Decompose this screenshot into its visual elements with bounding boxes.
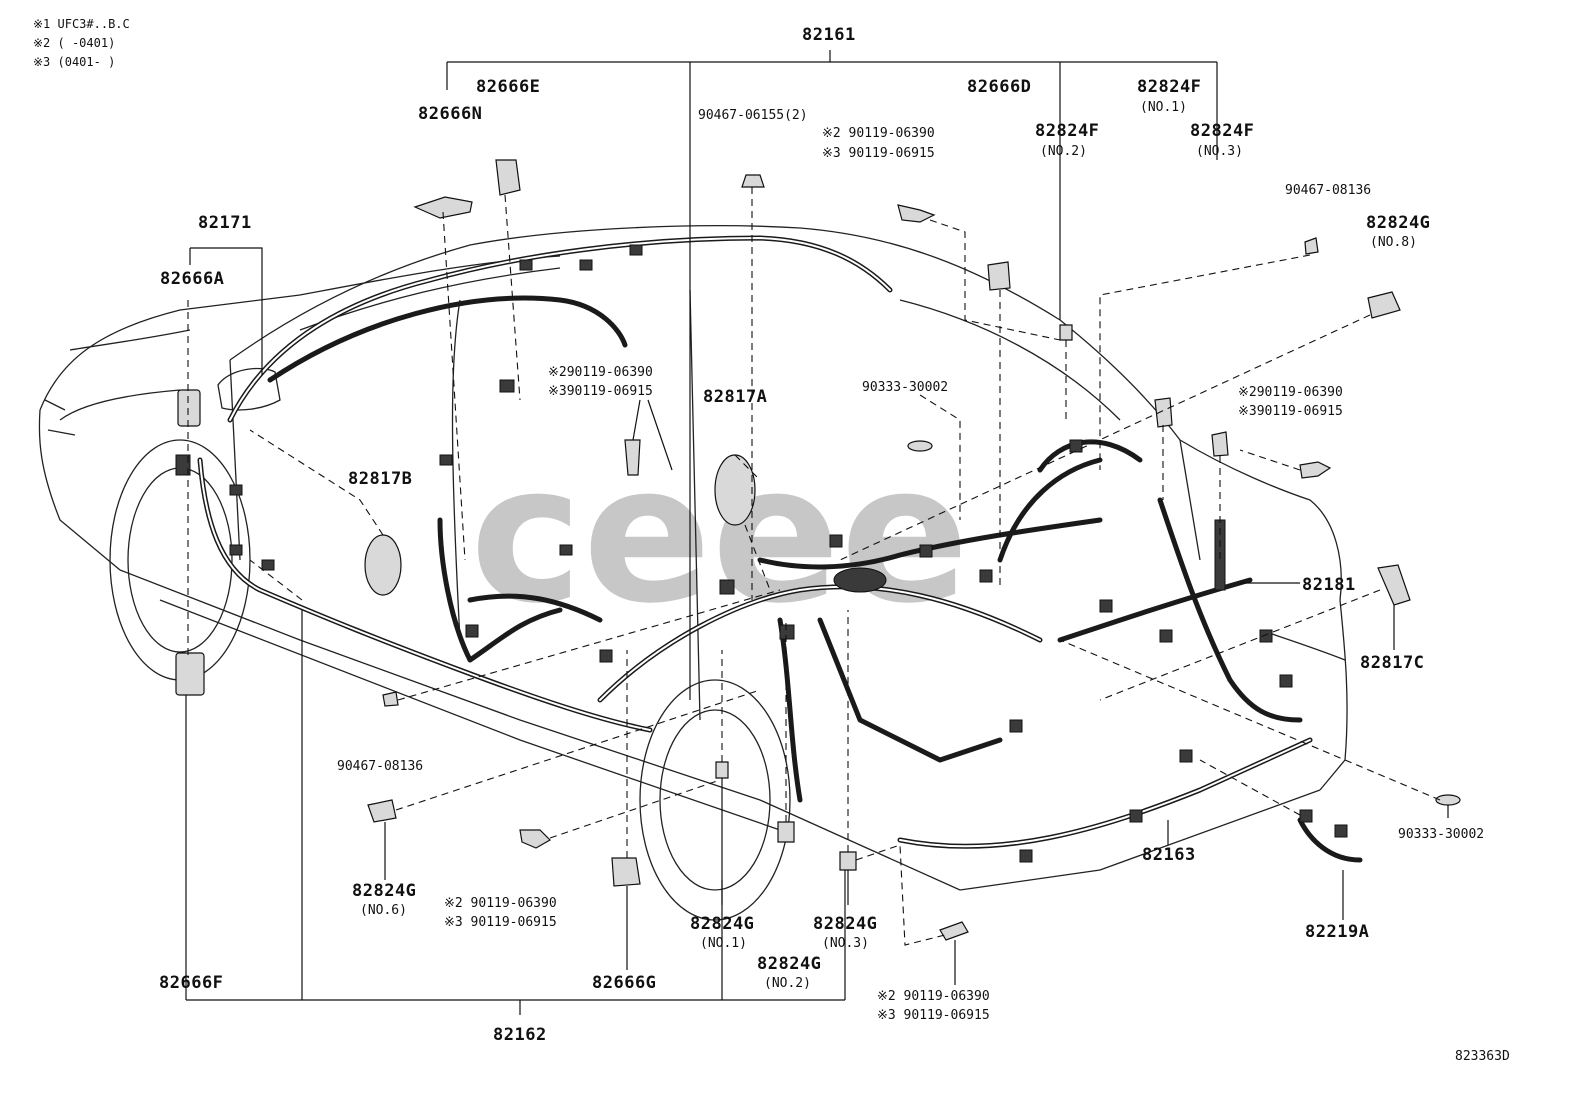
label-82824G-no3-sub: (NO.3)	[822, 936, 869, 951]
label-82824F-no3: 82824F	[1190, 121, 1254, 141]
label-82824G-no6: 82824G	[352, 881, 416, 901]
label-82162: 82162	[493, 1025, 547, 1045]
label-82666E: 82666E	[476, 77, 540, 97]
label-82163: 82163	[1142, 845, 1196, 865]
label-82824G-no8: 82824G	[1366, 213, 1430, 233]
label-90119-06390-a: ※2 90119-06390	[822, 126, 935, 141]
connectors	[175, 244, 1348, 863]
label-82171: 82171	[198, 213, 252, 233]
parts	[175, 159, 1461, 941]
diagram-id: 823363D	[1455, 1049, 1510, 1064]
label-90119-06915-a: ※3 90119-06915	[822, 146, 935, 161]
watermark: ceee	[470, 424, 969, 645]
part-labels: 82161 82666E 82666N 82171 82666A 90467-0…	[159, 25, 1510, 1064]
part-82824F-no3	[1211, 431, 1229, 457]
label-90467-06155: 90467-06155(2)	[698, 108, 808, 123]
part-bolt-bottom	[939, 921, 969, 941]
label-90119-06915-c: ※390119-06915	[548, 384, 653, 399]
part-82824G-no6	[367, 799, 397, 823]
label-90119-06390-c: ※290119-06390	[548, 365, 653, 380]
part-82666N	[413, 196, 473, 219]
part-bolt-top	[897, 204, 936, 223]
label-82824G-no1-sub: (NO.1)	[700, 936, 747, 951]
part-bolt-center	[624, 439, 641, 476]
part-bolt-right	[1299, 461, 1332, 479]
label-82666G: 82666G	[592, 973, 656, 993]
label-82666F: 82666F	[159, 973, 223, 993]
harness-runs	[197, 235, 1363, 863]
part-82817C	[1377, 564, 1411, 606]
part-90467-08136-r	[1304, 237, 1319, 255]
notes: ※1 UFC3#..B.C ※2 ( -0401) ※3 (0401- )	[33, 17, 130, 69]
label-82817A: 82817A	[703, 387, 767, 407]
label-82824G-no1: 82824G	[690, 914, 754, 934]
label-90119-06915-d: ※3 90119-06915	[444, 915, 557, 930]
part-82666G	[611, 857, 641, 887]
part-82824F-no2	[1059, 324, 1073, 341]
part-82824G-no2	[777, 821, 795, 843]
part-82824F-no1	[1154, 397, 1173, 428]
part-82824G-no8	[1367, 291, 1401, 319]
part-90467-06155	[741, 174, 765, 188]
label-90119-06390-e: ※2 90119-06390	[877, 989, 990, 1004]
part-82666E	[495, 159, 521, 196]
label-82161: 82161	[802, 25, 856, 45]
label-82666A: 82666A	[160, 269, 224, 289]
label-90119-06390-d: ※2 90119-06390	[444, 896, 557, 911]
label-82824G-no6-sub: (NO.6)	[360, 903, 407, 918]
label-90119-06915-b: ※390119-06915	[1238, 404, 1343, 419]
part-82817A	[714, 454, 756, 526]
label-90467-08136-r: 90467-08136	[1285, 183, 1371, 198]
label-82824F-no3-sub: (NO.3)	[1196, 144, 1243, 159]
part-82666F	[175, 652, 205, 696]
label-90333-30002-r: 90333-30002	[1398, 827, 1484, 842]
label-90119-06390-b: ※290119-06390	[1238, 385, 1343, 400]
label-90467-08136-l: 90467-08136	[337, 759, 423, 774]
label-82666D: 82666D	[967, 77, 1031, 97]
label-82824G-no8-sub: (NO.8)	[1370, 235, 1417, 250]
dashed-leaders	[187, 187, 1441, 946]
label-82824G-no2-sub: (NO.2)	[764, 976, 811, 991]
part-82666A	[177, 389, 201, 427]
note-2: ※2 ( -0401)	[33, 36, 115, 50]
part-bolt-left	[519, 829, 551, 849]
part-82824G-no3	[839, 851, 857, 871]
part-82817B	[364, 534, 402, 596]
part-82666D	[987, 261, 1011, 291]
label-82824F-no1: 82824F	[1137, 77, 1201, 97]
label-82824G-no2: 82824G	[757, 954, 821, 974]
note-1: ※1 UFC3#..B.C	[33, 17, 130, 31]
label-90333-30002-c: 90333-30002	[862, 380, 948, 395]
label-90119-06915-e: ※3 90119-06915	[877, 1008, 990, 1023]
label-82817C: 82817C	[1360, 653, 1424, 673]
note-3: ※3 (0401- )	[33, 55, 115, 69]
part-90467-08136-l	[382, 691, 399, 707]
leader-lines	[185, 50, 1449, 1015]
part-90333-30002-c	[907, 440, 933, 452]
label-82824G-no3: 82824G	[813, 914, 877, 934]
label-82817B: 82817B	[348, 469, 412, 489]
label-82666N: 82666N	[418, 104, 482, 124]
label-82824F-no2-sub: (NO.2)	[1040, 144, 1087, 159]
label-82219A: 82219A	[1305, 922, 1369, 942]
label-82181: 82181	[1302, 575, 1356, 595]
label-82824F-no1-sub: (NO.1)	[1140, 100, 1187, 115]
part-82824G-no1	[715, 761, 729, 779]
label-82824F-no2: 82824F	[1035, 121, 1099, 141]
